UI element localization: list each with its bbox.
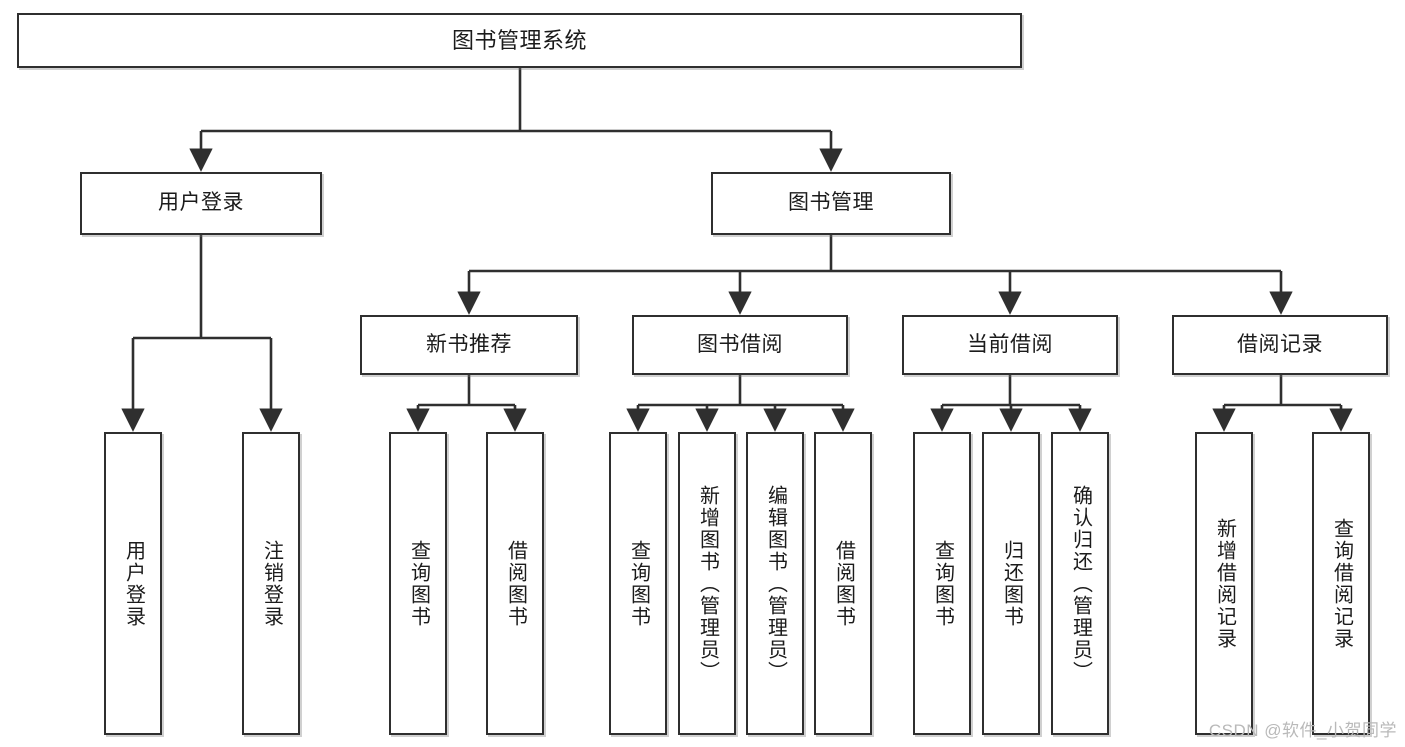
- node-borrow-record[interactable]: 借阅记录: [1172, 315, 1388, 375]
- leaf-query-borrow-record[interactable]: 查询借阅记录: [1312, 432, 1370, 735]
- node-root-system[interactable]: 图书管理系统: [17, 13, 1022, 68]
- leaf-return-book[interactable]: 归还图书: [982, 432, 1040, 735]
- node-new-book-recommend[interactable]: 新书推荐: [360, 315, 578, 375]
- node-book-borrow[interactable]: 图书借阅: [632, 315, 848, 375]
- leaf-borrow-book-recommend[interactable]: 借阅图书: [486, 432, 544, 735]
- leaf-user-login[interactable]: 用户登录: [104, 432, 162, 735]
- leaf-logout[interactable]: 注销登录: [242, 432, 300, 735]
- leaf-query-book-borrow[interactable]: 查询图书: [609, 432, 667, 735]
- leaf-query-book-recommend[interactable]: 查询图书: [389, 432, 447, 735]
- node-current-borrow[interactable]: 当前借阅: [902, 315, 1118, 375]
- leaf-edit-book[interactable]: 编辑图书（管理员）: [746, 432, 804, 735]
- csdn-watermark: CSDN @软件_小贺同学: [1208, 721, 1397, 740]
- node-book-manage[interactable]: 图书管理: [711, 172, 951, 235]
- leaf-confirm-return[interactable]: 确认归还（管理员）: [1051, 432, 1109, 735]
- node-user-login[interactable]: 用户登录: [80, 172, 322, 235]
- leaf-add-borrow-record[interactable]: 新增借阅记录: [1195, 432, 1253, 735]
- leaf-add-book[interactable]: 新增图书（管理员）: [678, 432, 736, 735]
- leaf-borrow-book[interactable]: 借阅图书: [814, 432, 872, 735]
- leaf-query-book-current[interactable]: 查询图书: [913, 432, 971, 735]
